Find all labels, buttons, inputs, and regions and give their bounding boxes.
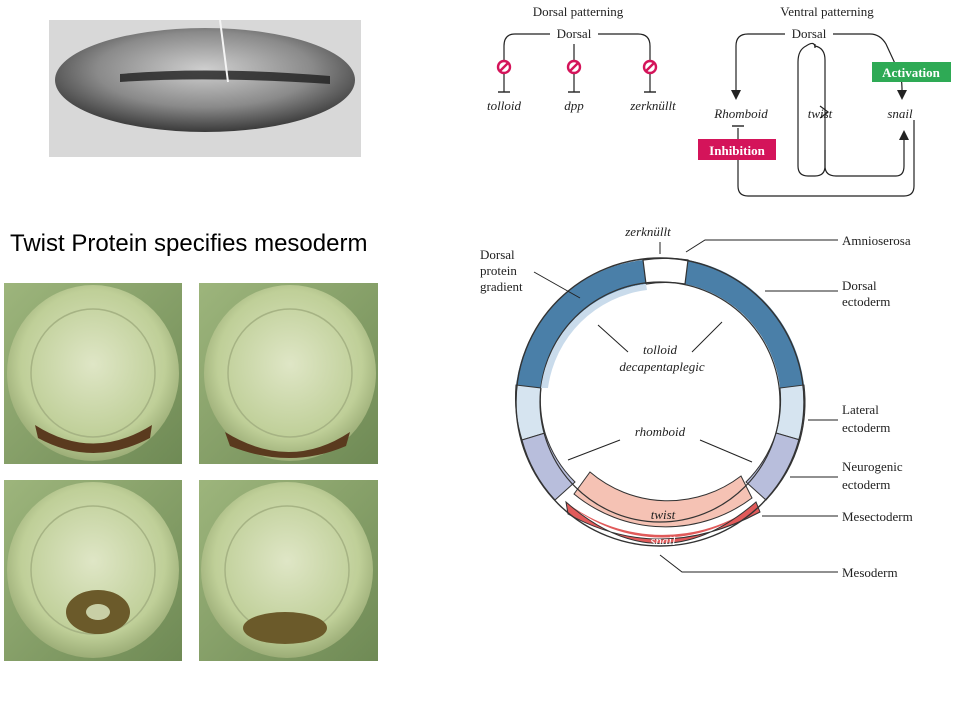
ventral-patterning-diagram: Ventral patterning Dorsal Activation Inh…	[698, 4, 951, 197]
region-mesoderm: Mesoderm	[842, 565, 898, 580]
inhibition-label: Inhibition	[709, 143, 765, 158]
section-photo-1	[4, 283, 182, 464]
dorsal-regulator-label: Dorsal	[557, 26, 592, 41]
target-dpp: dpp	[564, 98, 584, 113]
tolloid-label: tolloid	[643, 342, 677, 357]
ring-dorsal-right	[685, 260, 804, 388]
region-neurogenic-ectoderm-line2: ectoderm	[842, 477, 890, 492]
target-zerknullt: zerknüllt	[629, 98, 676, 113]
dorsal-gradient-label-line2: protein	[480, 263, 517, 278]
region-neurogenic-ectoderm-line1: Neurogenic	[842, 459, 903, 474]
region-dorsal-ectoderm-line2: ectoderm	[842, 294, 890, 309]
zerknullt-label: zerknüllt	[624, 224, 671, 239]
activation-label: Activation	[882, 65, 941, 80]
embryo-cross-section-diagram: zerknüllt Dorsal protein gradient tolloi…	[480, 224, 913, 580]
ventral-patterning-heading: Ventral patterning	[780, 4, 874, 19]
region-mesectoderm: Mesectoderm	[842, 509, 913, 524]
decapentaplegic-label: decapentaplegic	[619, 359, 704, 374]
embryo-sem-photo	[49, 19, 361, 157]
ventral-regulator-label: Dorsal	[792, 26, 827, 41]
rhomboid-label: rhomboid	[635, 424, 686, 439]
region-lateral-ectoderm-line1: Lateral	[842, 402, 879, 417]
target-rhomboid: Rhomboid	[713, 106, 768, 121]
inhibition-symbol-dpp	[566, 59, 582, 75]
section-photo-4	[199, 480, 378, 661]
dorsal-patterning-diagram: Dorsal patterning Dorsal tolloid dpp zer…	[487, 4, 676, 113]
section-photo-2	[199, 283, 378, 464]
region-amnioserosa: Amnioserosa	[842, 233, 911, 248]
dorsal-gradient-label-line3: gradient	[480, 279, 523, 294]
activation-badge: Activation	[872, 62, 951, 82]
region-dorsal-ectoderm-line1: Dorsal	[842, 278, 877, 293]
ring-neurogenic-left	[521, 432, 576, 501]
snail-label: snail	[650, 533, 676, 548]
inhibition-symbol-zerknullt	[642, 59, 658, 75]
target-tolloid: tolloid	[487, 98, 521, 113]
ring-twist-band	[573, 471, 753, 528]
ring-snail-band	[567, 503, 756, 538]
dorsal-gradient-label-line1: Dorsal	[480, 247, 515, 262]
slide-title: Twist Protein specifies mesoderm	[10, 230, 368, 257]
target-twist: twist	[808, 106, 833, 121]
inhibition-badge: Inhibition	[698, 139, 776, 160]
target-snail: snail	[887, 106, 913, 121]
inhibition-symbol-tolloid	[496, 59, 512, 75]
dorsal-patterning-heading: Dorsal patterning	[533, 4, 624, 19]
ring-amnioserosa	[642, 257, 689, 285]
region-lateral-ectoderm-line2: ectoderm	[842, 420, 890, 435]
twist-label: twist	[651, 507, 676, 522]
section-photo-3	[4, 480, 182, 661]
